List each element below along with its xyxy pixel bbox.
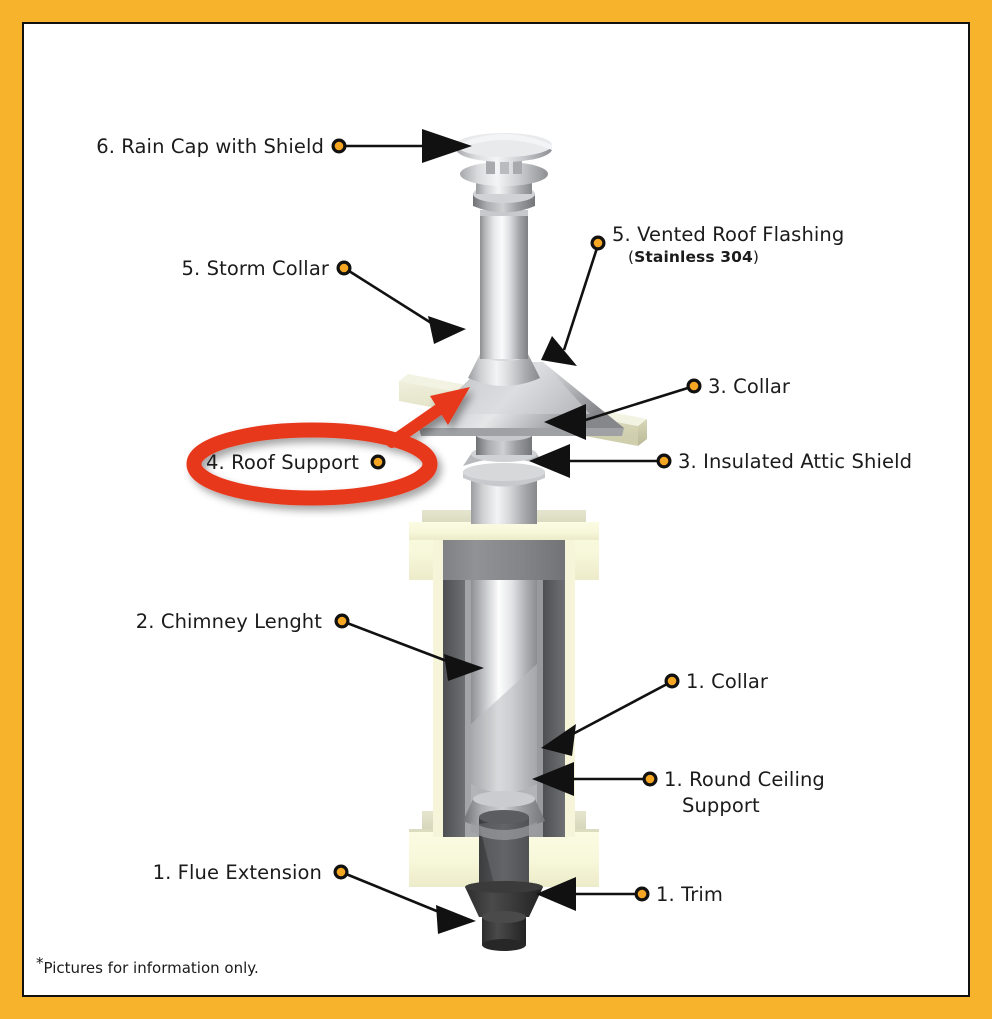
label-trim: 1. Trim xyxy=(656,882,723,907)
arrow-rain-cap xyxy=(422,129,472,163)
roof-support-highlight xyxy=(186,387,470,506)
footnote-asterisk: * xyxy=(36,954,44,972)
label-collar-3: 3. Collar xyxy=(708,374,790,399)
label-storm-collar-text: 5. Storm Collar xyxy=(181,257,329,280)
footnote-text: Pictures for information only. xyxy=(43,959,259,977)
marker-insulated-attic-shield xyxy=(656,453,672,469)
label-round-ceiling-support-line1: 1. Round Ceiling xyxy=(664,768,825,791)
round-ceiling-support xyxy=(471,810,537,884)
illustration-group xyxy=(399,133,647,951)
label-insulated-attic-shield: 3. Insulated Attic Shield xyxy=(678,449,912,474)
label-vented-roof-flashing-material: (Stainless 304) xyxy=(612,247,844,268)
insulated-attic-shield xyxy=(463,446,545,524)
arrow-round-ceiling-support xyxy=(532,762,574,796)
arrow-collar-3 xyxy=(544,404,586,440)
arrow-chimney-lenght xyxy=(444,654,484,681)
arrow-vented-roof-flashing xyxy=(541,336,577,366)
arrow-collar-1 xyxy=(541,724,576,756)
leader-arrowheads xyxy=(422,129,586,934)
leader-lines xyxy=(344,144,692,916)
marker-rain-cap xyxy=(331,138,347,154)
marker-round-ceiling-support xyxy=(642,771,658,787)
label-collar-3-text: 3. Collar xyxy=(708,375,791,398)
label-flue-extension: 1. Flue Extension xyxy=(24,860,322,885)
label-insulated-attic-shield-text: 3. Insulated Attic Shield xyxy=(678,450,913,473)
leader-storm-collar xyxy=(348,269,437,328)
label-roof-support-text: 4. Roof Support xyxy=(206,451,359,474)
paren-open: ( xyxy=(628,248,635,266)
label-chimney-lenght: 2. Chimney Lenght xyxy=(24,609,322,634)
marker-roof-support xyxy=(370,454,386,470)
arrow-storm-collar xyxy=(428,316,466,344)
arrow-trim xyxy=(536,877,576,911)
roof-support-highlight-arrow xyxy=(386,387,470,448)
material-value: Stainless 304 xyxy=(634,248,753,266)
flue-extension xyxy=(465,881,543,917)
marker-flue-extension xyxy=(333,864,349,880)
marker-trim xyxy=(634,886,650,902)
footnote: *Pictures for information only. xyxy=(36,956,259,978)
trim xyxy=(482,911,526,951)
label-round-ceiling-support-line2: Support xyxy=(682,794,760,817)
leader-collar-3 xyxy=(578,385,692,424)
leader-vented-roof-flashing xyxy=(562,247,599,351)
slab-front-top xyxy=(409,522,599,540)
rain-cap-with-shield xyxy=(456,133,552,213)
leader-markers xyxy=(331,138,702,902)
arrow-flue-extension xyxy=(436,905,476,934)
marker-vented-roof-flashing xyxy=(590,235,606,251)
label-round-ceiling-support: 1. Round Ceiling Support xyxy=(664,767,825,819)
label-collar-1: 1. Collar xyxy=(686,669,768,694)
leader-collar-1 xyxy=(568,681,670,738)
leader-flue-extension xyxy=(345,872,445,916)
upper-chimney-pipe xyxy=(480,210,528,359)
label-roof-support: 4. Roof Support xyxy=(84,450,359,475)
diagram-inner-frame: 6. Rain Cap with Shield 5. Storm Collar … xyxy=(22,22,970,997)
label-vented-roof-flashing-text: 5. Vented Roof Flashing xyxy=(612,223,845,246)
marker-storm-collar xyxy=(336,260,352,276)
marker-collar-1 xyxy=(664,673,680,689)
label-vented-roof-flashing: 5. Vented Roof Flashing (Stainless 304) xyxy=(612,222,844,268)
label-rain-cap-text: 6. Rain Cap with Shield xyxy=(96,135,324,158)
label-collar-1-text: 1. Collar xyxy=(686,670,769,693)
marker-collar-3 xyxy=(686,378,702,394)
arrow-insulated-attic-shield xyxy=(529,444,570,478)
label-chimney-lenght-text: 2. Chimney Lenght xyxy=(135,610,322,633)
label-rain-cap: 6. Rain Cap with Shield xyxy=(24,134,324,159)
paren-close: ) xyxy=(752,248,760,266)
leader-chimney-lenght xyxy=(346,621,453,665)
chimney-illustration xyxy=(186,129,702,951)
label-trim-text: 1. Trim xyxy=(656,883,723,906)
label-storm-collar: 5. Storm Collar xyxy=(24,256,329,281)
chimney-length-inner-liner xyxy=(471,537,537,814)
label-flue-extension-text: 1. Flue Extension xyxy=(152,861,322,884)
marker-chimney-lenght xyxy=(334,613,350,629)
